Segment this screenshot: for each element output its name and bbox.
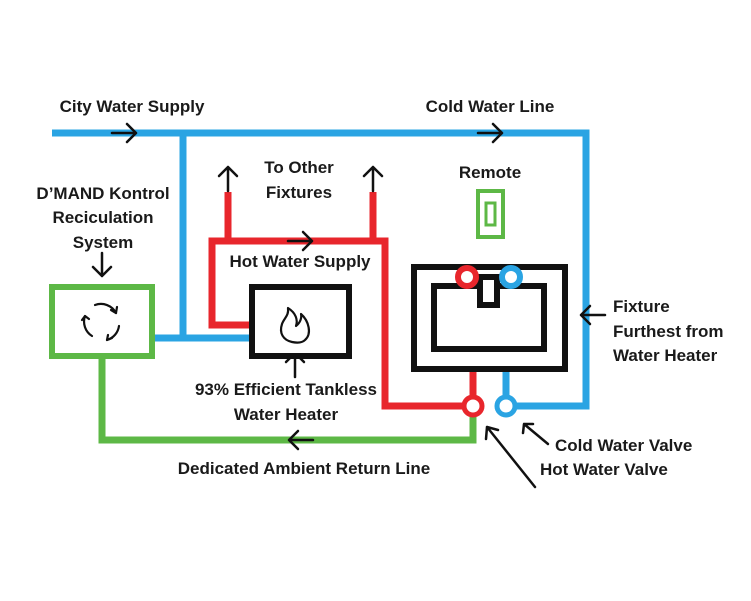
tankless-water-heater xyxy=(249,284,352,359)
arrow-down-dmand-icon xyxy=(91,251,113,278)
cold-branch-to-heater xyxy=(179,133,252,342)
flame-icon xyxy=(279,306,311,344)
sink-fixture xyxy=(411,264,568,372)
sink-faucet xyxy=(477,274,500,308)
fixture-label-2: Furthest from xyxy=(613,322,724,341)
dmand-pump-unit xyxy=(49,284,155,359)
return-line-label: Dedicated Ambient Return Line xyxy=(178,459,431,478)
fixture-label-3: Water Heater xyxy=(613,346,718,365)
return-line-path xyxy=(98,356,477,444)
arrow-right-cold-icon xyxy=(476,122,504,144)
remote-switch-icon xyxy=(476,189,505,239)
arrow-hot-valve-icon xyxy=(484,425,537,489)
fixture-label-1: Fixture xyxy=(613,297,670,316)
labels: City Water Supply Cold Water Line To Oth… xyxy=(36,97,723,479)
hot-water-supply-label: Hot Water Supply xyxy=(229,252,371,271)
to-other-fixtures-label-2: Fixtures xyxy=(266,183,332,202)
arrow-cold-valve-icon xyxy=(521,422,550,446)
arrow-left-return-icon xyxy=(287,429,315,451)
arrow-up-left-fixtures-icon xyxy=(217,165,239,193)
remote-label: Remote xyxy=(459,163,521,182)
arrow-right-city-icon xyxy=(110,122,138,144)
faucet-hot-handle xyxy=(455,265,479,289)
arrow-up-right-fixtures-icon xyxy=(362,165,384,193)
heater-box xyxy=(249,284,352,359)
arrow-right-hot-icon xyxy=(286,230,314,252)
to-other-fixtures-label-1: To Other xyxy=(264,158,334,177)
pump-box xyxy=(49,284,155,359)
faucet-cold-handle xyxy=(499,265,523,289)
cold-water-pipes xyxy=(52,129,590,410)
recirculation-arrows-icon xyxy=(80,302,121,342)
sink-outer xyxy=(411,264,568,372)
hot-water-valve-label: Hot Water Valve xyxy=(540,460,668,479)
city-water-supply-label: City Water Supply xyxy=(60,97,205,116)
dmand-label-3: System xyxy=(73,233,133,252)
heater-label-2: Water Heater xyxy=(234,405,339,424)
return-line-pipe xyxy=(98,356,477,444)
arrow-left-fixture-icon xyxy=(579,304,607,326)
cold-main-line xyxy=(52,129,590,410)
heater-label-1: 93% Efficient Tankless xyxy=(195,380,377,399)
dmand-label-1: D’MAND Kontrol xyxy=(36,184,169,203)
cold-water-valve-label: Cold Water Valve xyxy=(555,436,692,455)
cold-water-line-label: Cold Water Line xyxy=(426,97,555,116)
hot-water-valve xyxy=(461,394,485,418)
dmand-label-2: Reciculation xyxy=(52,208,153,227)
cold-water-valve xyxy=(494,394,518,418)
